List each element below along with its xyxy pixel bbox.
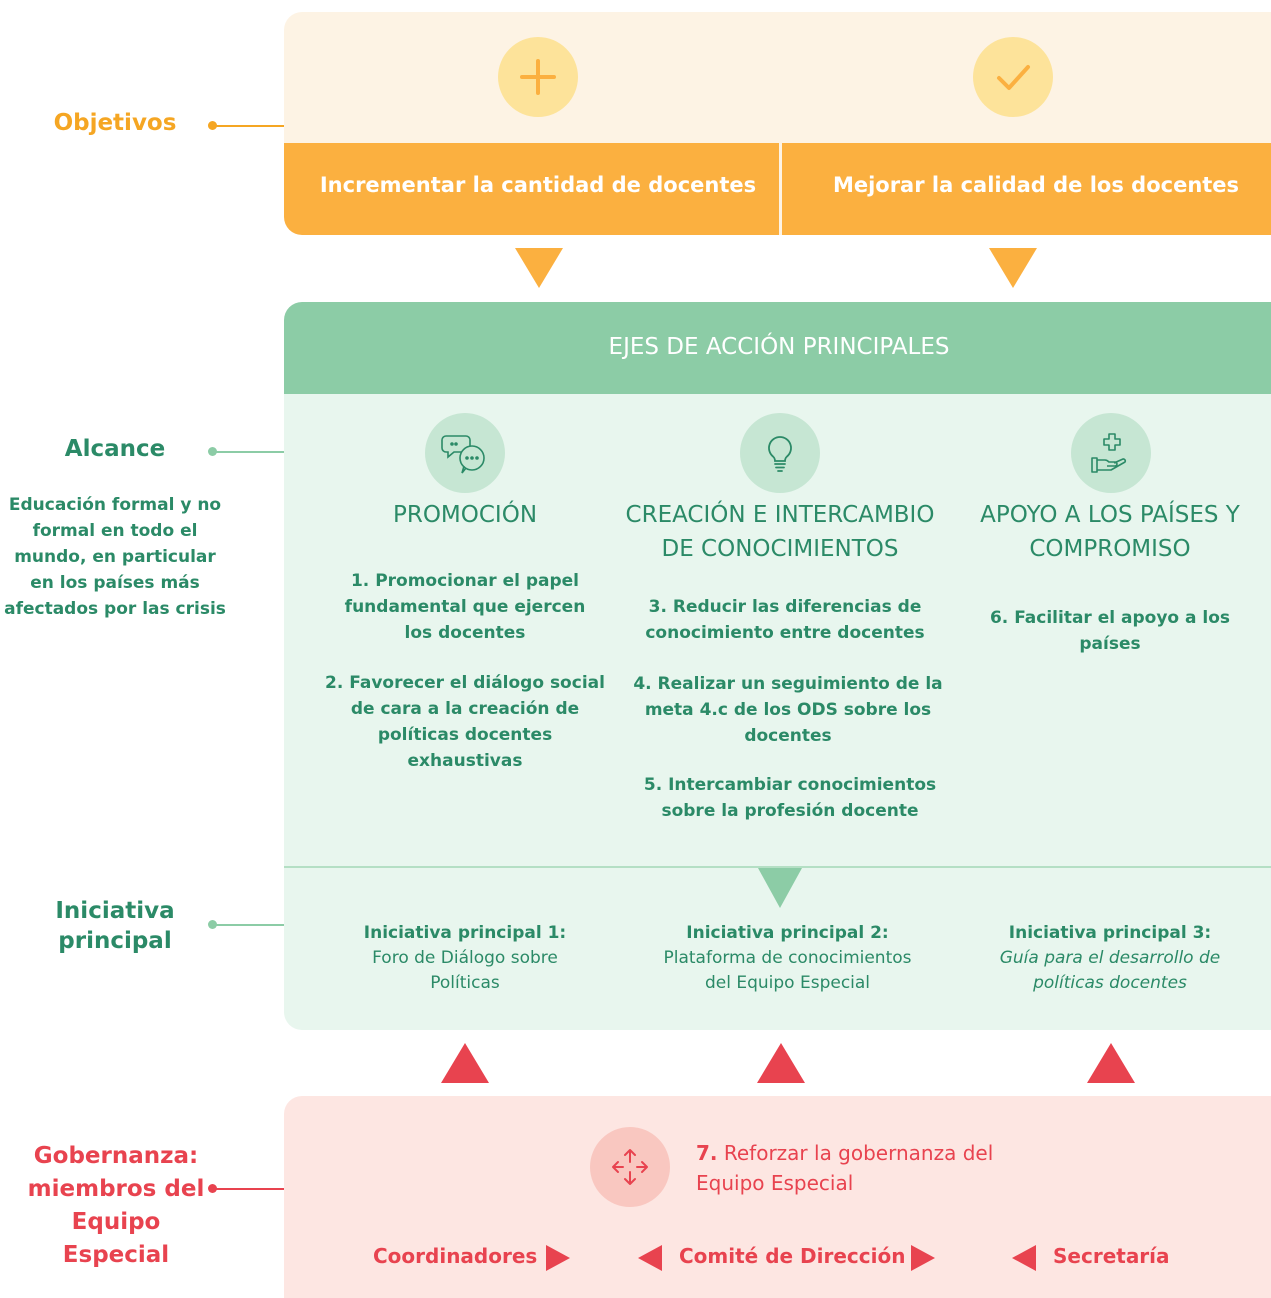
arrow-down-icon: [758, 868, 802, 908]
arrow-right-icon: [546, 1245, 570, 1271]
objective-quantity: Incrementar la cantidad de docentes: [319, 173, 757, 197]
item-text: Reforzar la gobernanza del Equipo Especi…: [696, 1141, 994, 1195]
role-steering-committee: Comité de Dirección: [679, 1244, 906, 1268]
item-number: 2.: [325, 673, 344, 693]
initiative-connector: [212, 924, 284, 926]
objectives-bar: [284, 143, 1271, 235]
initiative-text: Guía para el desarrollo de políticas doc…: [999, 948, 1221, 993]
governance-item: 7. Reforzar la gobernanza del Equipo Esp…: [696, 1138, 996, 1198]
objectives-panel: [284, 12, 1271, 147]
item-text: Reducir las diferencias de conocimiento …: [645, 597, 925, 643]
lightbulb-icon: [740, 413, 820, 493]
item-number: 5.: [643, 775, 663, 795]
item-text: Favorecer el diálogo social de cara a la…: [349, 673, 605, 771]
item-number: 4.: [633, 674, 652, 694]
objectives-connector: [212, 125, 284, 127]
arrow-right-icon: [911, 1245, 935, 1271]
chat-bubbles-icon: [425, 413, 505, 493]
action-axes-header: EJES DE ACCIÓN PRINCIPALES: [284, 302, 1271, 394]
governance-connector: [212, 1188, 284, 1190]
governance-panel: [284, 1096, 1271, 1298]
item-text: Facilitar el apoyo a los países: [1014, 608, 1231, 654]
initiative-1: Iniciativa principal 1: Foro de Diálogo …: [335, 921, 595, 996]
initiative-2: Iniciativa principal 2: Plataforma de co…: [650, 921, 925, 996]
objectives-divider: [779, 143, 782, 235]
action-item: 2. Favorecer el diálogo social de cara a…: [325, 670, 605, 774]
scope-description: Educación formal y no formal en todo el …: [4, 495, 226, 619]
arrow-down-icon: [515, 248, 563, 288]
initiative-title: Iniciativa principal 3:: [1008, 923, 1212, 943]
initiative-3: Iniciativa principal 3: Guía para el des…: [975, 921, 1245, 996]
arrow-left-icon: [1012, 1245, 1036, 1271]
action-item: 5. Intercambiar conocimientos sobre la p…: [635, 772, 945, 824]
scope-connector: [212, 451, 284, 453]
action-axes-title: EJES DE ACCIÓN PRINCIPALES: [608, 334, 950, 360]
action-item: 6. Facilitar el apoyo a los países: [975, 605, 1245, 657]
column-title-knowledge: CREACIÓN E INTERCAMBIO DE CONOCIMIENTOS: [625, 502, 935, 562]
item-number: 3.: [648, 597, 667, 617]
action-item: 4. Realizar un seguimiento de la meta 4.…: [628, 671, 948, 749]
column-title-promotion: PROMOCIÓN: [392, 502, 538, 528]
scope-label: Alcance: [64, 436, 166, 462]
initiative-text: Foro de Diálogo sobre Políticas: [372, 948, 558, 993]
item-number: 7.: [696, 1141, 718, 1165]
initiative-text: Plataforma de conocimientos del Equipo E…: [663, 948, 912, 993]
item-text: Promocionar el papel fundamental que eje…: [344, 571, 586, 643]
column-title-country-support: APOYO A LOS PAÍSES Y COMPROMISO: [980, 502, 1240, 562]
arrow-left-icon: [638, 1245, 662, 1271]
item-number: 1.: [350, 571, 370, 591]
plus-icon: [498, 37, 578, 117]
initiative-title: Iniciativa principal 1:: [363, 923, 567, 943]
check-icon: [973, 37, 1053, 117]
arrow-up-icon: [1087, 1043, 1135, 1083]
arrow-up-icon: [441, 1043, 489, 1083]
initiative-title: Iniciativa principal 2:: [686, 923, 889, 943]
governance-label: Gobernanza: miembros del Equipo Especial: [27, 1143, 205, 1268]
action-item: 3. Reducir las diferencias de conocimien…: [630, 594, 940, 646]
initiative-label: Iniciativa principal: [55, 898, 175, 954]
action-item: 1. Promocionar el papel fundamental que …: [330, 568, 600, 646]
role-coordinators: Coordinadores: [373, 1244, 538, 1268]
role-secretariat: Secretaría: [1053, 1244, 1170, 1268]
objectives-label: Objetivos: [53, 110, 177, 136]
action-axes-body: [284, 394, 1271, 1030]
objective-quality: Mejorar la calidad de los docentes: [832, 173, 1240, 197]
action-initiative-divider: [284, 866, 1271, 868]
arrow-up-icon: [757, 1043, 805, 1083]
item-text: Realizar un seguimiento de la meta 4.c d…: [644, 674, 943, 746]
arrow-down-icon: [989, 248, 1037, 288]
item-number: 6.: [989, 608, 1009, 628]
hand-cross-icon: [1071, 413, 1151, 493]
arrows-out-icon: [590, 1127, 670, 1207]
item-text: Intercambiar conocimientos sobre la prof…: [661, 775, 937, 821]
